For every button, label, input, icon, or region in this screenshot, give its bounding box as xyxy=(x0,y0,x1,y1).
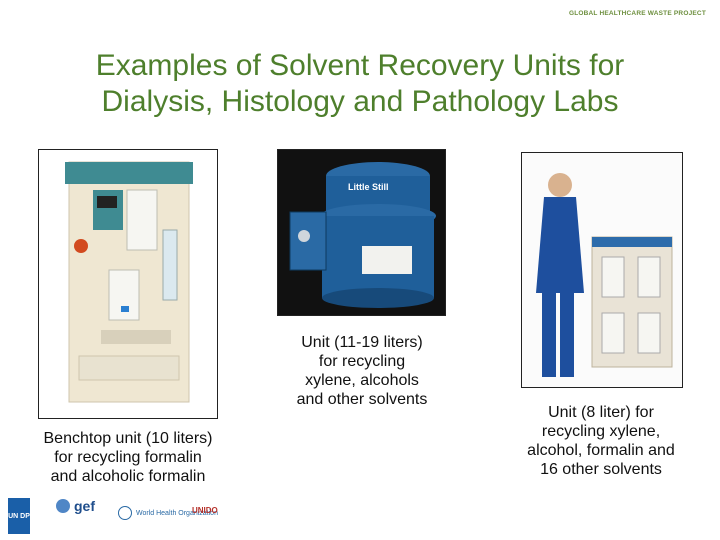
title-line-1: Examples of Solvent Recovery Units for xyxy=(95,49,625,82)
title-line-2: Dialysis, Histology and Pathology Labs xyxy=(101,85,619,118)
gef-icon xyxy=(56,499,70,513)
who-icon xyxy=(118,506,132,520)
eight-liter-unit-caption: Unit (8 liter) for recycling xylene, alc… xyxy=(527,404,675,478)
unido-logo: UNIDO xyxy=(192,506,218,515)
little-still-illustration: Little Still xyxy=(278,150,445,315)
eight-liter-unit-photo xyxy=(521,152,683,388)
benchtop-unit-caption: Benchtop unit (10 liters) for recycling … xyxy=(43,430,213,485)
little-still-caption: Unit (11-19 liters) for recycling xylene… xyxy=(296,334,428,408)
footer-logos: UN DP gef World Health Organization UNID… xyxy=(0,492,720,540)
slide-title: Examples of Solvent Recovery Units for D… xyxy=(40,48,680,120)
little-still-photo: Little Still xyxy=(277,149,446,316)
who-logo: World Health Organization xyxy=(118,506,218,520)
undp-logo: UN DP xyxy=(8,498,30,534)
header-brand: GLOBAL HEALTHCARE WASTE PROJECT xyxy=(568,10,706,17)
benchtop-unit-photo xyxy=(38,149,218,419)
eight-liter-unit-illustration xyxy=(522,153,682,387)
gef-logo: gef xyxy=(56,498,95,514)
benchtop-unit-illustration xyxy=(39,150,217,418)
device-label: Little Still xyxy=(348,182,389,192)
